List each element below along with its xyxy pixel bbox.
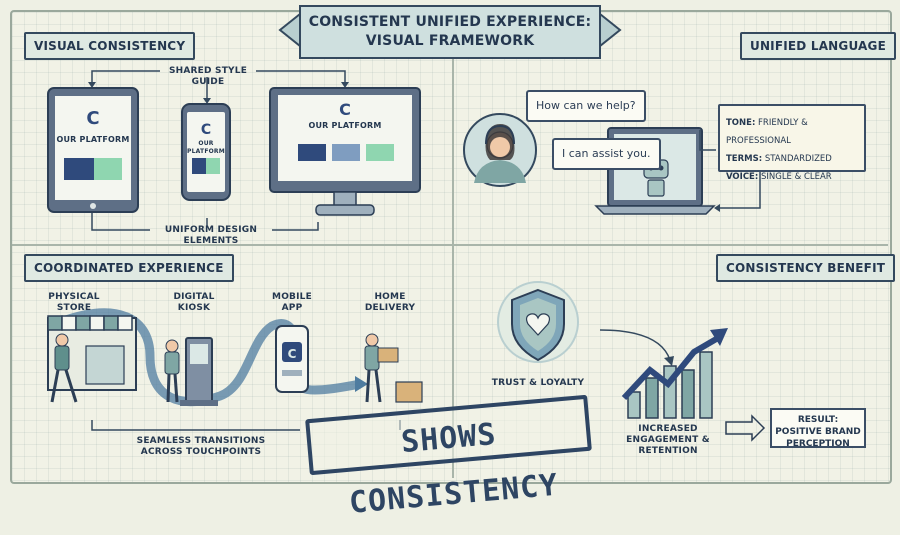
result-line2: POSITIVE BRAND xyxy=(775,427,861,437)
tone-value: FRIENDLY & PROFESSIONAL xyxy=(726,118,808,146)
banner-ribbon xyxy=(278,5,622,59)
seamless-transitions-caption: SEAMLESS TRANSITIONS ACROSS TOUCHPOINTS xyxy=(126,436,276,458)
caption-line2: ACROSS TOUCHPOINTS xyxy=(140,447,262,457)
touchpoint-line2: APP xyxy=(281,303,303,313)
delivery-person xyxy=(364,333,423,403)
kiosk-icon xyxy=(180,337,218,406)
language-guidelines-box: TONE: FRIENDLY & PROFESSIONAL TERMS: STA… xyxy=(718,104,866,182)
touchpoint-line1: DIGITAL xyxy=(173,292,215,302)
shared-style-guide-label: SHARED STYLE GUIDE xyxy=(168,66,248,87)
touchpoint-home-delivery: HOME DELIVERY xyxy=(360,292,420,314)
touchpoint-line2: KIOSK xyxy=(177,303,211,313)
touchpoint-digital-kiosk: DIGITAL KIOSK xyxy=(164,292,224,314)
monitor-device: C xyxy=(269,87,421,216)
tone-key: TONE: xyxy=(726,118,756,128)
style-guide-arrows xyxy=(91,70,346,231)
touchpoint-line1: MOBILE xyxy=(272,292,312,302)
voice-value: SINGLE & CLEAR xyxy=(760,172,832,182)
section-tag-consistency-benefit: CONSISTENCY BENEFIT xyxy=(716,254,896,282)
result-box: RESULT: POSITIVE BRAND PERCEPTION xyxy=(770,408,866,449)
growth-bars xyxy=(627,351,713,419)
svg-text:C: C xyxy=(339,100,351,119)
horizontal-divider xyxy=(12,244,888,246)
svg-text:C: C xyxy=(288,347,297,361)
uniform-design-elements-label: UNIFORM DESIGN ELEMENTS xyxy=(164,225,258,246)
svg-text:C: C xyxy=(201,122,211,138)
benefit-arrow xyxy=(599,329,671,361)
banner-title-line1: CONSISTENT UNIFIED EXPERIENCE: xyxy=(308,14,592,30)
terms-key: TERMS: xyxy=(726,154,763,164)
touchpoint-line2: DELIVERY xyxy=(364,303,416,313)
phone-device: C xyxy=(181,103,231,201)
section-tag-coordinated-experience: COORDINATED EXPERIENCE xyxy=(24,254,234,282)
arrowhead xyxy=(664,356,674,366)
vertical-divider xyxy=(452,48,454,478)
trend-arrowhead xyxy=(710,328,728,346)
arrowhead xyxy=(714,204,720,212)
terms-value: STANDARDIZED xyxy=(764,154,832,164)
agent-avatar xyxy=(463,113,537,187)
touchpoint-line1: PHYSICAL xyxy=(48,292,100,302)
result-line3: PERCEPTION xyxy=(786,439,850,449)
engagement-line2: ENGAGEMENT & xyxy=(626,435,710,445)
engagement-line1: INCREASED xyxy=(638,424,698,434)
result-line1: RESULT: xyxy=(797,415,839,425)
arrowheads xyxy=(88,82,349,104)
phone-platform-label: OUR PLATFORM xyxy=(187,140,225,155)
touchpoint-line2: STORE xyxy=(56,303,92,313)
touchpoint-mobile-app: MOBILE APP xyxy=(262,292,322,314)
tablet-device: C xyxy=(47,87,139,213)
caption-line1: SEAMLESS TRANSITIONS xyxy=(136,436,266,446)
svg-text:C: C xyxy=(86,108,99,129)
monitor-platform-label: OUR PLATFORM xyxy=(308,121,382,130)
chat-bubble-answer: I can assist you. xyxy=(552,138,661,170)
illustration-layer: C C C xyxy=(47,5,766,442)
banner-title-line2: VISUAL FRAMEWORK xyxy=(365,33,535,49)
chat-bubble-question: How can we help? xyxy=(526,90,646,122)
arrowhead xyxy=(355,376,368,392)
mobile-app-icon: C xyxy=(275,325,309,393)
growth-trend-line xyxy=(621,335,720,401)
tablet-platform-label: OUR PLATFORM xyxy=(56,135,130,144)
language-arrows xyxy=(699,130,761,209)
person-kiosk-user xyxy=(164,339,180,403)
touchpoint-line1: HOME xyxy=(374,292,406,302)
section-tag-unified-language: UNIFIED LANGUAGE xyxy=(740,32,896,60)
person-shopper xyxy=(50,333,78,403)
trust-shield xyxy=(497,281,579,363)
trust-loyalty-label: TRUST & LOYALTY xyxy=(491,378,585,388)
section-tag-visual-consistency: VISUAL CONSISTENCY xyxy=(24,32,196,60)
engagement-line3: RETENTION xyxy=(638,446,698,456)
engagement-label: INCREASED ENGAGEMENT & RETENTION xyxy=(618,424,718,457)
store-icon xyxy=(47,315,137,391)
result-arrow xyxy=(725,414,766,442)
poster-background xyxy=(10,10,892,484)
touchpoint-physical-store: PHYSICAL STORE xyxy=(44,292,104,314)
voice-key: VOICE: xyxy=(726,172,759,182)
